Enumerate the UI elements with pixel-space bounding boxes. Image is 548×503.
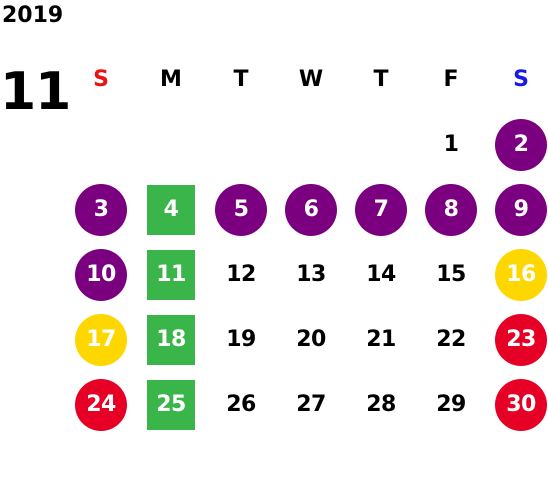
day-number: 8: [425, 183, 477, 236]
day-cell-green-highlight: 18: [136, 307, 206, 372]
day-cell: 27: [276, 372, 346, 437]
day-cell: 12: [206, 242, 276, 307]
day-cell-purple-highlight: 10: [66, 242, 136, 307]
day-number: 2: [495, 118, 547, 171]
day-number: 6: [285, 183, 337, 236]
day-cell: 26: [206, 372, 276, 437]
day-number: 28: [366, 392, 396, 417]
day-cell: 29: [416, 372, 486, 437]
day-number: 17: [75, 313, 127, 366]
day-cell-empty: [66, 112, 136, 177]
day-number: 16: [495, 248, 547, 301]
day-cell-green-highlight: 4: [136, 177, 206, 242]
day-number: 23: [495, 313, 547, 366]
day-number: 21: [366, 327, 396, 352]
day-cell-empty: [206, 112, 276, 177]
day-number: 12: [226, 262, 256, 287]
weekday-header-monday: M: [160, 66, 182, 92]
day-number: 22: [436, 327, 466, 352]
day-number: 13: [296, 262, 326, 287]
day-number: 5: [215, 183, 267, 236]
day-cell-yellow-highlight: 16: [486, 242, 548, 307]
month-number: 11: [0, 62, 71, 122]
day-cell-purple-highlight: 5: [206, 177, 276, 242]
year-label: 2019: [2, 3, 64, 28]
weekday-header-thursday: T: [373, 66, 389, 92]
day-number: 26: [226, 392, 256, 417]
day-cell-red-highlight: 23: [486, 307, 548, 372]
weekday-header-friday: F: [443, 66, 459, 92]
day-cell: 28: [346, 372, 416, 437]
day-cell-empty: [276, 112, 346, 177]
day-cell-purple-highlight: 2: [486, 112, 548, 177]
weekday-header-tuesday: T: [233, 66, 249, 92]
day-cell-purple-highlight: 9: [486, 177, 548, 242]
day-cell-purple-highlight: 3: [66, 177, 136, 242]
weekday-header-wednesday: W: [298, 66, 324, 92]
day-cell-purple-highlight: 6: [276, 177, 346, 242]
day-cell-green-highlight: 11: [136, 242, 206, 307]
day-number: 14: [366, 262, 396, 287]
day-number: 9: [495, 183, 547, 236]
day-cell-purple-highlight: 8: [416, 177, 486, 242]
day-cell: 14: [346, 242, 416, 307]
day-cell: 1: [416, 112, 486, 177]
day-number: 11: [147, 249, 195, 300]
day-number: 7: [355, 183, 407, 236]
weekday-header-sunday: S: [93, 66, 109, 92]
day-number: 30: [495, 378, 547, 431]
day-cell-purple-highlight: 7: [346, 177, 416, 242]
day-number: 20: [296, 327, 326, 352]
day-number: 25: [147, 379, 195, 430]
day-cell-red-highlight: 24: [66, 372, 136, 437]
day-number: 24: [75, 378, 127, 431]
day-number: 10: [75, 248, 127, 301]
day-cell: 15: [416, 242, 486, 307]
day-cell-empty: [136, 112, 206, 177]
day-number: 27: [296, 392, 326, 417]
day-number: 18: [147, 314, 195, 365]
day-cell-empty: [346, 112, 416, 177]
day-number: 3: [75, 183, 127, 236]
day-cell: 13: [276, 242, 346, 307]
day-number: 29: [436, 392, 466, 417]
day-cell-yellow-highlight: 17: [66, 307, 136, 372]
weekday-header-saturday: S: [513, 66, 529, 92]
day-cell-green-highlight: 25: [136, 372, 206, 437]
day-number: 15: [436, 262, 466, 287]
day-cell: 19: [206, 307, 276, 372]
day-number: 19: [226, 327, 256, 352]
day-cell-red-highlight: 30: [486, 372, 548, 437]
day-number: 1: [443, 132, 459, 157]
day-number: 4: [147, 184, 195, 235]
day-cell: 21: [346, 307, 416, 372]
day-cell: 20: [276, 307, 346, 372]
day-cell: 22: [416, 307, 486, 372]
calendar-grid: S M T W T F S 1 2 3 4 5 6 7 8 9 10 11 12…: [66, 46, 548, 437]
